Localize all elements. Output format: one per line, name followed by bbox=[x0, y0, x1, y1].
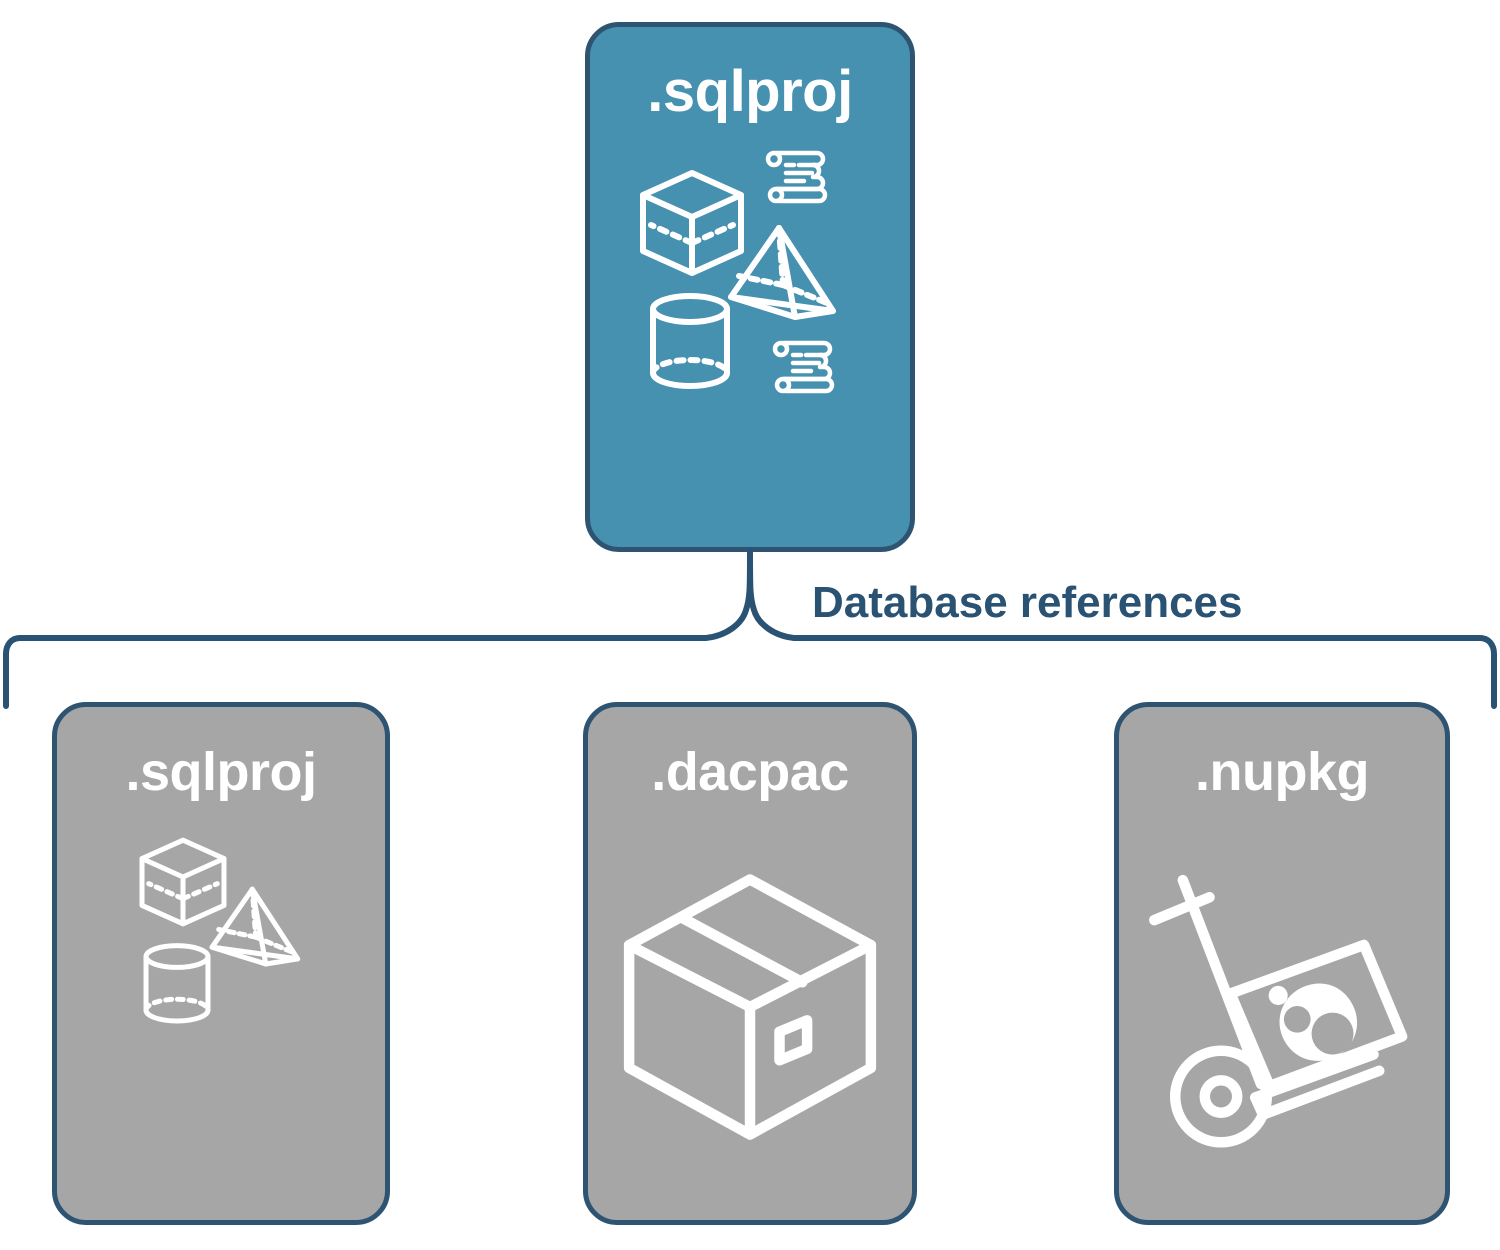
node-child-dacpac-label: .dacpac bbox=[651, 742, 849, 802]
node-root-sqlproj[interactable]: .sqlproj bbox=[585, 22, 915, 552]
dacpac-icon-group bbox=[588, 799, 912, 1220]
node-child-nupkg-label: .nupkg bbox=[1195, 742, 1369, 802]
root-icon-group bbox=[635, 139, 865, 429]
node-child-dacpac[interactable]: .dacpac bbox=[583, 702, 917, 1225]
database-references-brace bbox=[3, 547, 1497, 709]
nupkg-icon-group bbox=[1119, 799, 1445, 1220]
cube-wireframe-icon bbox=[139, 837, 227, 927]
node-child-sqlproj-label: .sqlproj bbox=[125, 742, 317, 802]
connector-label: Database references bbox=[812, 578, 1243, 627]
cylinder-wireframe-icon bbox=[650, 293, 730, 389]
shipping-box-icon bbox=[623, 873, 877, 1140]
node-child-nupkg[interactable]: .nupkg bbox=[1114, 702, 1450, 1225]
hand-truck-package-icon bbox=[1149, 874, 1408, 1148]
cube-wireframe-icon bbox=[640, 170, 744, 276]
scroll-script-icon bbox=[772, 340, 835, 394]
pyramid-wireframe-icon bbox=[728, 225, 836, 320]
node-child-sqlproj[interactable]: .sqlproj bbox=[52, 702, 390, 1225]
cylinder-wireframe-icon bbox=[143, 943, 211, 1024]
pyramid-wireframe-icon bbox=[209, 886, 301, 967]
sqlproj-icon-group bbox=[57, 799, 385, 1220]
scroll-script-icon bbox=[765, 150, 828, 204]
node-root-label: .sqlproj bbox=[647, 59, 853, 124]
